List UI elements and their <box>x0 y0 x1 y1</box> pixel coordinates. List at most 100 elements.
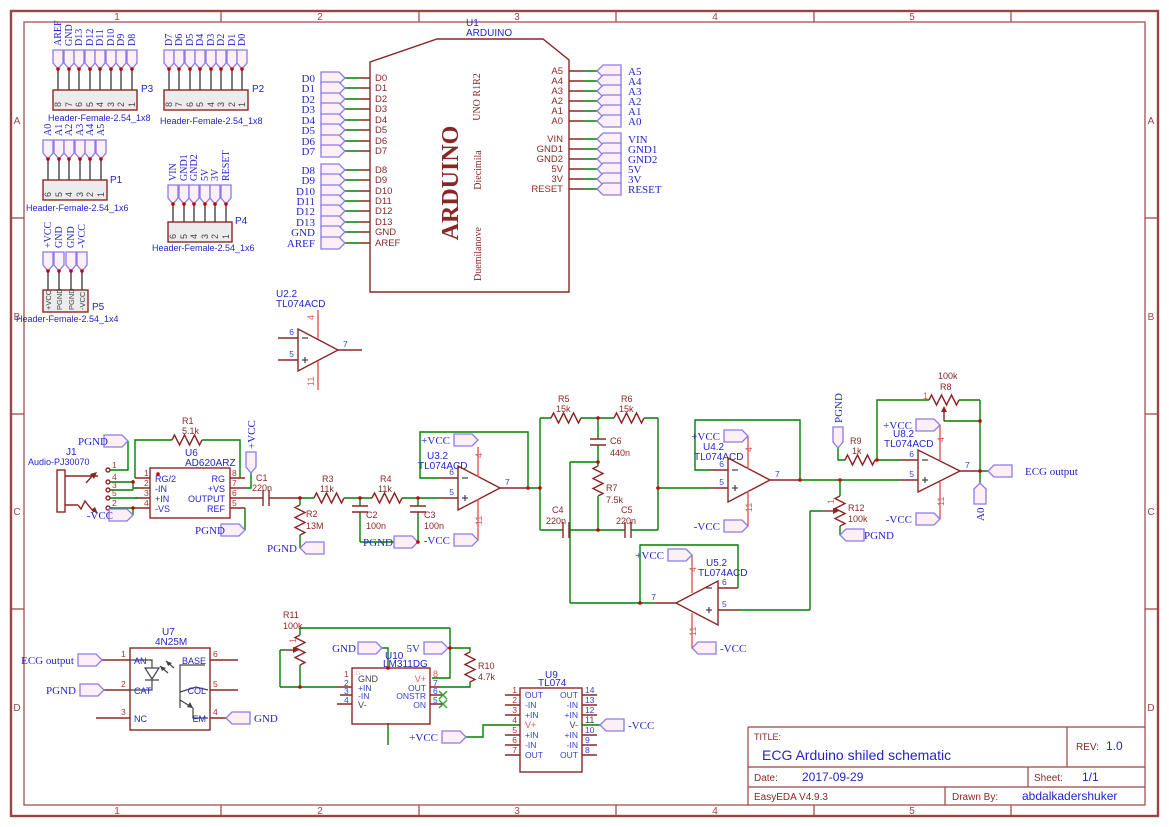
net-flag-label: +VCC <box>421 435 450 447</box>
ref: C4 <box>552 505 564 515</box>
value: AD620ARZ <box>185 458 236 469</box>
net-label: A5 <box>628 66 642 78</box>
pot-pin: 1 <box>923 391 928 401</box>
net-flag-gnd <box>357 641 383 655</box>
net-flag-vcc-neg <box>915 512 941 526</box>
net-label: A3 <box>628 86 642 98</box>
pin-name: A1 <box>551 106 563 117</box>
pin-name: PGND <box>67 288 76 310</box>
net-flag-label: ECG output <box>1025 466 1078 478</box>
ref: U4.2 <box>703 442 725 453</box>
pin-name: V- <box>358 700 367 710</box>
net-flag-pgnd <box>299 541 325 555</box>
pin-name: OUT <box>560 750 578 760</box>
net-label: A0 <box>43 124 54 136</box>
net-label: A1 <box>54 124 65 136</box>
ref: R1 <box>182 416 194 426</box>
net-label: A1 <box>628 106 641 118</box>
row-label: D <box>1147 703 1154 714</box>
pin-name: OUTPUT <box>188 494 226 504</box>
net-flag-label: +VCC <box>246 420 258 449</box>
value: 4N25M <box>155 637 187 648</box>
row-label: B <box>14 312 21 323</box>
pin-name: V- <box>569 720 578 730</box>
footprint: Header-Female-2.54_1x6 <box>152 243 255 253</box>
net-flag-label: +VCC <box>635 550 664 562</box>
pin-number: 5 <box>449 487 454 497</box>
gain-stage: R12 100k 1 PGND PGND R9 1k 100k R8 1 U8.… <box>738 371 1078 611</box>
value: 100n <box>424 521 444 531</box>
net-label: -VCC <box>77 224 88 248</box>
pin-name: D9 <box>375 175 387 186</box>
pin-name: D10 <box>375 186 392 197</box>
header-p1: A0 A1 A2 A3 A4 A5 6 5 4 3 2 1 P1 Header-… <box>26 124 129 213</box>
pin-name: -VS <box>155 504 170 514</box>
col-label: 4 <box>712 12 718 23</box>
resistor-r6 <box>613 412 645 424</box>
pin-number: 3 <box>512 705 517 715</box>
arduino-u1: U1 ARDUINO UNO R1R2 ARDUINO Diecimila Du… <box>287 18 662 293</box>
pin-number: 1 <box>127 102 137 107</box>
pin-name: 3V <box>551 174 563 185</box>
pin-name: CAT <box>134 686 152 696</box>
pin-number: 1 <box>144 468 149 478</box>
pin-name: D3 <box>375 104 387 115</box>
value: 100k <box>283 621 303 631</box>
pin-number: 8 <box>433 669 438 679</box>
net-flag-vcc-pos <box>723 429 749 443</box>
net-label: A5 <box>96 124 107 136</box>
row-label: A <box>1148 116 1155 127</box>
net-label: 3V <box>628 174 642 186</box>
net-label: D13 <box>74 29 85 46</box>
ref: R4 <box>380 474 392 484</box>
comparator-stage: R11 100k 1 R10 4.7k GND 5V U10 LM311DG G… <box>279 610 520 745</box>
value: 1k <box>852 446 862 456</box>
pin-number: 4 <box>744 447 754 452</box>
value: 100k <box>848 514 868 524</box>
pin-name: RG <box>212 474 226 484</box>
net-flag-vcc-neg <box>691 641 717 655</box>
opamp-u2: U2.2 TL074ACD 6 5 7 4 11 <box>276 289 362 390</box>
pin-number: 6 <box>433 686 438 696</box>
resistor-r1 <box>171 434 203 446</box>
net-flag-ecg-output <box>987 464 1013 478</box>
pin-name: RG/2 <box>155 474 176 484</box>
pin-number: 6 <box>512 735 517 745</box>
pin-name: A0 <box>551 116 563 127</box>
footprint: Header-Female-2.54_1x6 <box>26 203 129 213</box>
notch-filter: R5 15k R6 15k C6 440n R7 7.5k C4 220n C5… <box>539 394 710 604</box>
pin-number: 5 <box>85 102 95 107</box>
pin-number: 6 <box>722 577 727 587</box>
pin-name: D2 <box>375 94 387 105</box>
resistor-r3 <box>313 492 345 504</box>
ref: J1 <box>66 447 77 458</box>
net-flag-vcc-pos <box>667 548 693 562</box>
net-label: D11 <box>95 29 106 46</box>
pin-number: 4 <box>189 234 199 239</box>
sheet-value: 1/1 <box>1082 770 1099 784</box>
pin-name: BASE <box>182 656 206 666</box>
pin-number: 7 <box>775 469 780 479</box>
net-label: D8 <box>127 34 138 46</box>
pin-name: GND <box>375 227 396 238</box>
net-label: A2 <box>628 96 641 108</box>
pin-number: 5 <box>232 498 237 508</box>
ref: R5 <box>558 394 570 404</box>
pin-number: 11 <box>585 715 594 725</box>
pin-number: 6 <box>185 102 195 107</box>
pin-name: +IN <box>155 494 169 504</box>
pin-number: 2 <box>116 102 126 107</box>
pin-number: 6 <box>213 649 218 659</box>
pin-name: -IN <box>525 740 536 750</box>
pin-number: 5 <box>289 349 294 359</box>
net-label: D3 <box>302 104 316 116</box>
ref: U10 <box>385 651 404 662</box>
pin-name: V+ <box>525 720 536 730</box>
pin-name: COL <box>187 686 206 696</box>
pin-number: 5 <box>719 477 724 487</box>
pin-number: 3 <box>121 707 126 717</box>
pin-number: 7 <box>512 745 517 755</box>
net-label: A3 <box>75 124 86 136</box>
rev-value: 1.0 <box>1106 739 1123 753</box>
